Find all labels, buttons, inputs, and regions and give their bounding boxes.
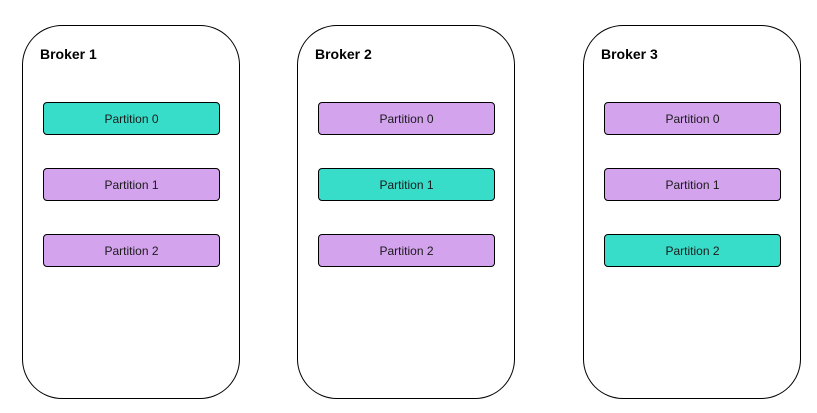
broker-2-partition-0: Partition 0: [318, 102, 495, 135]
broker-1-partition-1: Partition 1: [43, 168, 220, 201]
broker-3-partition-0: Partition 0: [604, 102, 781, 135]
broker-3-partition-1: Partition 1: [604, 168, 781, 201]
broker-2-partition-1: Partition 1: [318, 168, 495, 201]
broker-3-box: Broker 3 Partition 0 Partition 1 Partiti…: [583, 25, 801, 399]
broker-1-partition-0: Partition 0: [43, 102, 220, 135]
broker-2-title: Broker 2: [315, 46, 372, 62]
broker-3-partition-2: Partition 2: [604, 234, 781, 267]
broker-2-partition-2: Partition 2: [318, 234, 495, 267]
broker-1-title: Broker 1: [40, 46, 97, 62]
broker-3-title: Broker 3: [601, 46, 658, 62]
broker-2-box: Broker 2 Partition 0 Partition 1 Partiti…: [297, 25, 515, 399]
broker-1-box: Broker 1 Partition 0 Partition 1 Partiti…: [22, 25, 240, 399]
broker-1-partition-2: Partition 2: [43, 234, 220, 267]
